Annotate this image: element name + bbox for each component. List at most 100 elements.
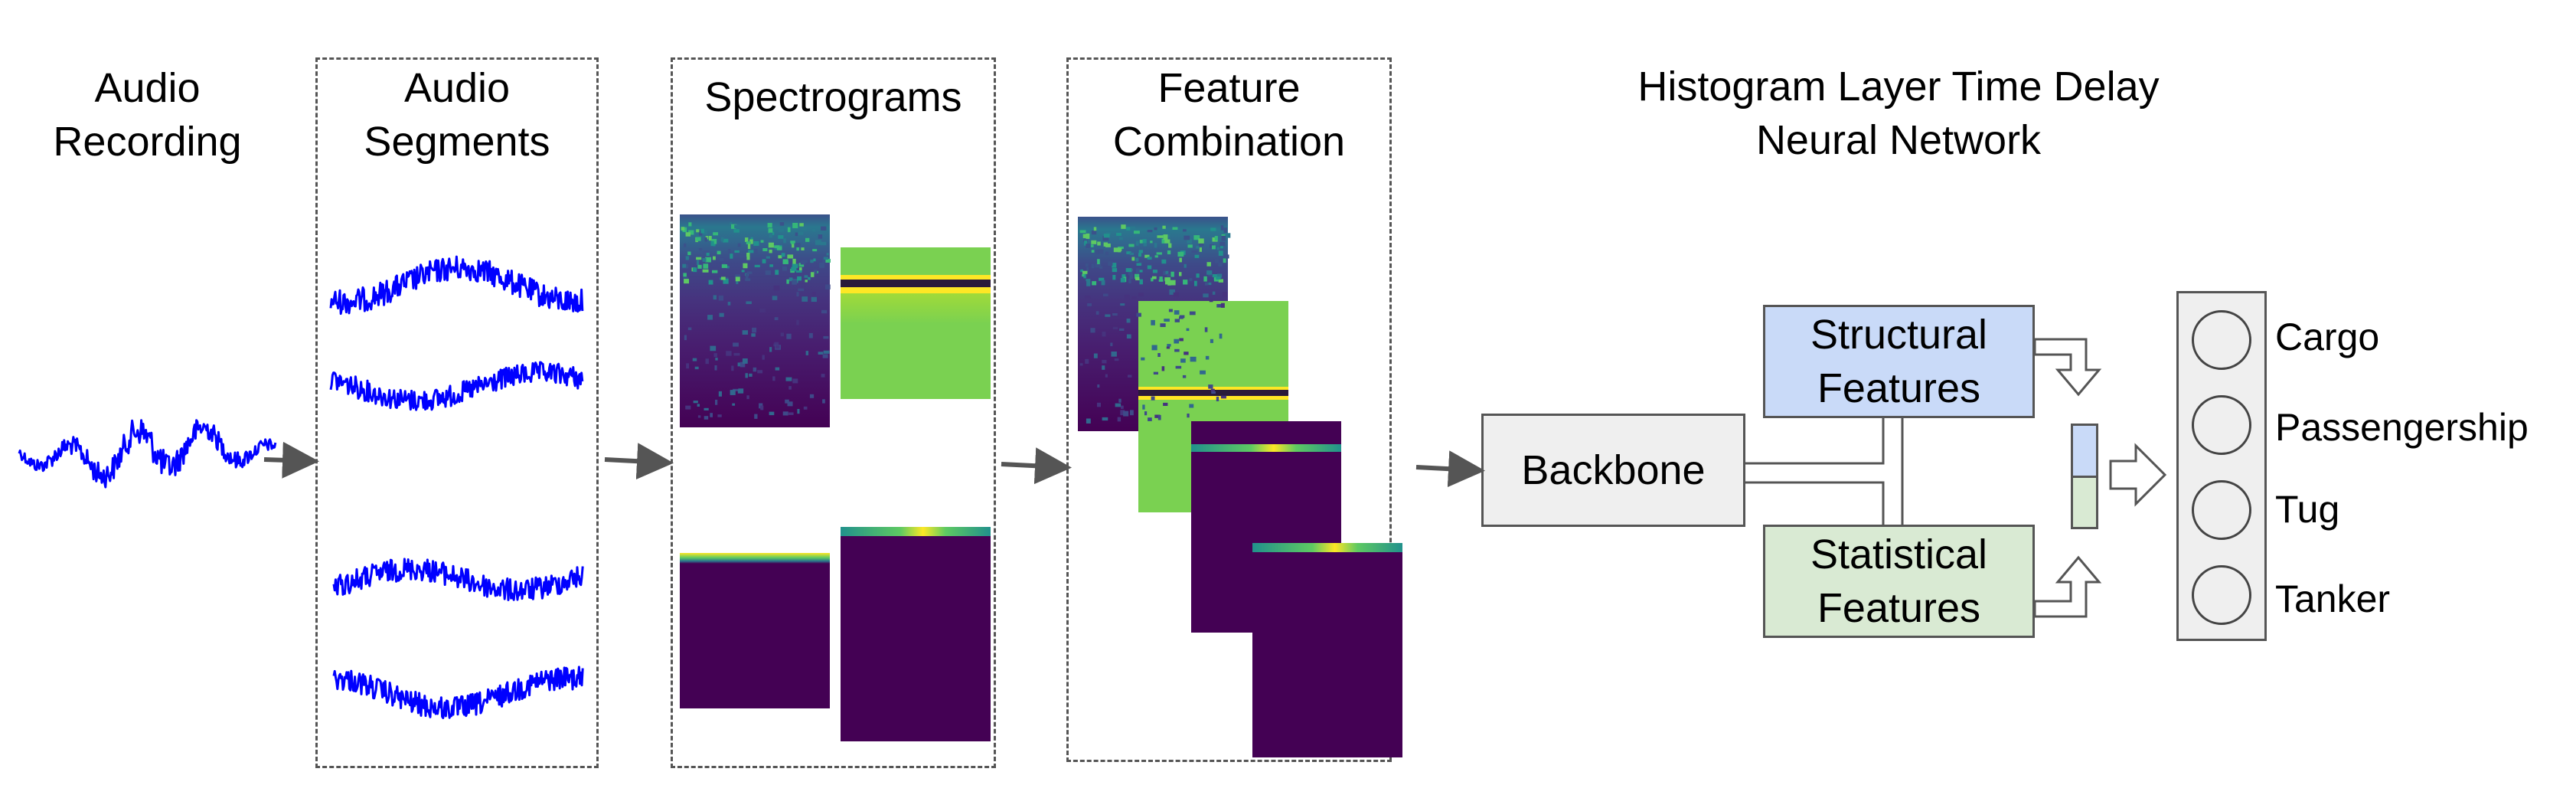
spectrogram-speckle (760, 405, 764, 410)
spectrogram-speckle (797, 276, 802, 281)
spectrogram-speckle (1095, 250, 1099, 255)
structural-features-block: Structural Features (1763, 305, 2035, 418)
spectrogram-speckle (1105, 231, 1111, 235)
spectrogram-speckle (753, 241, 759, 246)
spectrogram-speckle (697, 404, 700, 407)
spectrogram-speckle (723, 278, 729, 284)
structural-features-line2: Features (1817, 365, 1981, 411)
spectrogram-speckle (1097, 384, 1100, 388)
spectrogram-speckle (746, 256, 750, 260)
spectrogram-speckle (775, 226, 781, 231)
spectrogram-speckle (1147, 230, 1153, 233)
spectrogram-speckle (1208, 282, 1212, 286)
spectrogram-speckle (798, 231, 804, 235)
spectrogram-speckle (778, 235, 784, 239)
arrow-vector-to-output (2109, 443, 2167, 507)
spectrogram-speckle (1093, 227, 1097, 231)
spectrogram-speckle (1184, 263, 1187, 268)
spectrogram-speckle (823, 350, 830, 354)
arrow-combination-to-backbone (1415, 450, 1485, 488)
spectrogram-speckle (1086, 279, 1091, 282)
class-label-passengership: Passengership (2275, 406, 2529, 449)
spectrogram-speckle (805, 351, 809, 355)
spectrogram-speckle (792, 378, 798, 384)
spectrogram-speckle (814, 270, 818, 274)
spectrogram-speckle (1086, 281, 1091, 286)
spectrogram-speckle (785, 377, 792, 381)
spectrogram-speckle (1212, 245, 1216, 250)
spectrogram-speckle (730, 390, 736, 395)
spectrogram-speckle (750, 237, 753, 241)
spectrogram-speckle (703, 263, 709, 269)
class-label-cargo: Cargo (2275, 316, 2380, 358)
spectrogram-speckle (1147, 265, 1152, 270)
spectrogram-speckle (754, 248, 758, 254)
spectrogram-speckle (1203, 276, 1207, 282)
spectrogram-speckle (1144, 411, 1148, 416)
spectrogram-speckle (823, 257, 829, 260)
spectrogram-speckle (1172, 227, 1178, 231)
spectrogram-speckle (715, 399, 718, 405)
spectrogram-speckle (702, 258, 707, 262)
spectrogram-speckle (1105, 374, 1108, 378)
audio-recording-title-line1: Audio (94, 65, 201, 111)
spectrogram-speckle (774, 245, 780, 248)
spectrogram-speckle (1163, 402, 1168, 407)
spectrogram-speckle (792, 280, 797, 285)
spectrogram-speckle (1097, 402, 1102, 407)
spectrogram-speckle (796, 319, 799, 325)
spectrogram-speckle (1138, 250, 1143, 253)
spectrogram-speckle (713, 256, 716, 260)
spectrogram-speckle (1196, 273, 1200, 278)
spectrogram-speckle (1126, 251, 1131, 254)
spectrogram-speckle (760, 240, 764, 243)
spectrogram-speckle (732, 403, 736, 406)
spectrogram-speckle (822, 399, 825, 404)
spectrogram-speckle (768, 242, 774, 248)
spectrogram-speckle (684, 335, 687, 341)
spectrogram-speckle (782, 266, 788, 271)
output-node-tanker (2192, 565, 2251, 625)
spectrogram-speckle (733, 342, 739, 347)
network-title: Histogram Layer Time Delay Neural Networ… (1554, 60, 2243, 167)
spectrogram-speckle (683, 273, 687, 277)
network-title-line1: Histogram Layer Time Delay (1637, 64, 2160, 110)
spectrogram-speckle (748, 250, 754, 253)
spectrogram-speckle (1219, 241, 1226, 247)
spectrogram-speckle (1102, 417, 1108, 421)
spectrogram-speckle (1144, 254, 1150, 258)
statistical-features-block: Statistical Features (1763, 525, 2035, 638)
spectrogram-speckle (1208, 273, 1212, 277)
spectrogram-speckle (1151, 345, 1157, 351)
spectrogram-speckle (752, 327, 757, 333)
spectrogram-speckle (1221, 234, 1226, 237)
spectrogram-speckle (1108, 261, 1113, 266)
spectrogram-speckle (746, 241, 751, 244)
spectrogram-speckle (773, 285, 780, 291)
spectrogram-speckle (1167, 250, 1171, 255)
spectrogram-speckle (1086, 267, 1089, 272)
spectrogram-speckle (796, 247, 799, 251)
spectrogram-speckle (1179, 338, 1184, 342)
spectrogram-speckle (812, 249, 818, 252)
spectrogram-speckle (728, 249, 731, 253)
spectrogram-speckle (1135, 273, 1140, 279)
spectrogram-speckle (714, 365, 717, 371)
spectrogram-speckle (713, 353, 717, 358)
spectrogram-speckle (1086, 233, 1090, 239)
output-node-tug (2192, 480, 2251, 540)
spectrogram-speckle (1135, 268, 1140, 273)
spectrogram-speckle (737, 389, 743, 394)
audio-recording-title: Audio Recording (15, 61, 279, 168)
spectrogram-speckle (704, 407, 709, 410)
spectrogram-speckle (1214, 259, 1219, 263)
spectrogram-speckle (1091, 250, 1095, 253)
spectrogram-speckle (1085, 296, 1091, 299)
spectrogram-speckle (1216, 304, 1223, 308)
spectrogram-speckle (825, 284, 831, 289)
spectrogram-speckle (1218, 262, 1223, 267)
spectrogram-speckle (715, 358, 718, 361)
spectrogram-speckle (1151, 396, 1155, 401)
spectrogram-speckle (768, 228, 773, 234)
spectrogram-speckle (1139, 279, 1143, 285)
